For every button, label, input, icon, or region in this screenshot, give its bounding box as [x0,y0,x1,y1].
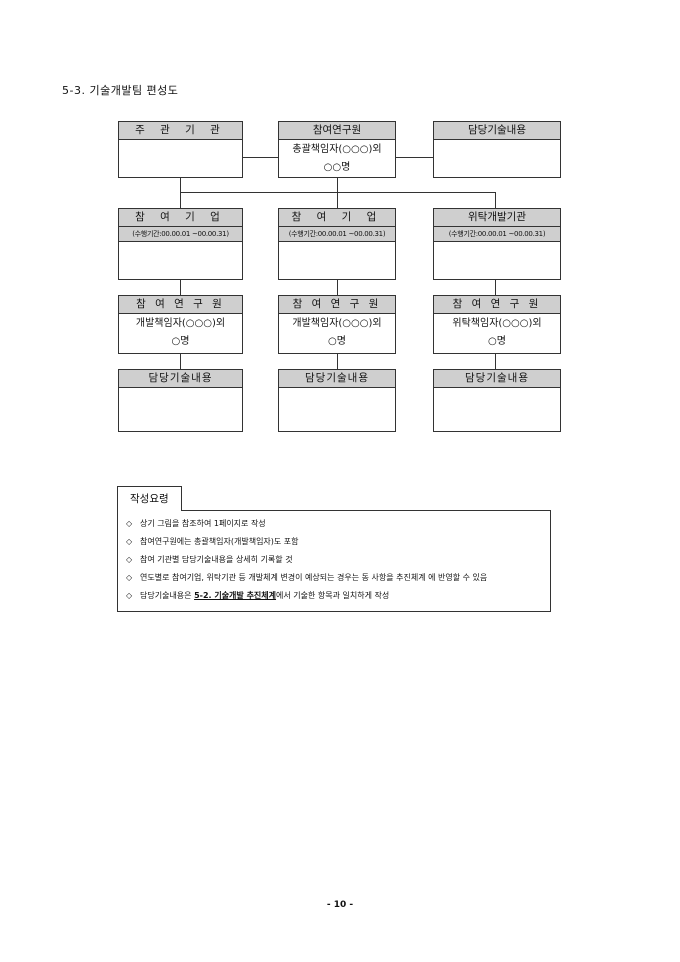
writing-guide-title: 작성요령 [117,486,182,511]
researcher-line1-col2: 개발책임자(○○○)외 [292,318,382,329]
researchers-line1: 총괄책임자(○○○)외 [292,144,382,155]
guide-item-text: 참여연구원에는 총괄책임자(개발책임자)도 포함 [140,537,299,546]
tech-header-col3: 담당기술내용 [434,370,560,388]
guide-item: ◇ 담당기술내용은 5-2. 기술개발 추진체계에서 기술한 항목과 일치하게 … [126,587,542,605]
researcher-header-col3: 참 여 연 구 원 [434,296,560,314]
researcher-box-col1: 참 여 연 구 원 개발책임자(○○○)외 ○명 [118,295,243,354]
tech-box-col1: 담당기술내용 [118,369,243,432]
writing-guide: 작성요령 ◇ 상기 그림을 참조하여 1페이지로 작성 ◇ 참여연구원에는 총괄… [117,485,551,612]
connector-lead-down [180,178,181,208]
researcher-line2-col2: ○명 [328,336,346,347]
section-reference: 5-2. 기술개발 추진체계 [194,591,277,600]
tech-header-col1: 담당기술내용 [119,370,242,388]
connector-col2-org-researcher [337,280,338,295]
connector-right-down [495,192,496,208]
org-header-col1: 참 여 기 업 [119,209,242,227]
connector-center-down [337,178,338,208]
tech-content-box-top: 담당기술내용 [433,121,561,178]
period-col1: (수행기간:00.00.01 ~00.00.31) [119,227,242,242]
guide-item-suffix: 에서 기술한 항목과 일치하게 작성 [276,591,390,600]
diamond-bullet-icon: ◇ [126,591,133,600]
section-title: 5-3. 기술개발팀 편성도 [62,84,179,97]
connector-col3-org-researcher [495,280,496,295]
connector-col1-researcher-tech [180,354,181,369]
guide-item: ◇ 연도별로 참여기업, 위탁기관 등 개발체계 변경이 예상되는 경우는 동 … [126,569,542,587]
participating-researchers-box: 참여연구원 총괄책임자(○○○)외 ○○명 [278,121,396,178]
diamond-bullet-icon: ◇ [126,537,133,546]
writing-guide-box: ◇ 상기 그림을 참조하여 1페이지로 작성 ◇ 참여연구원에는 총괄책임자(개… [117,510,551,612]
guide-item-prefix: 담당기술내용은 [140,591,195,600]
participating-researchers-header: 참여연구원 [279,122,395,140]
researcher-line1-col3: 위탁책임자(○○○)외 [452,318,542,329]
diamond-bullet-icon: ◇ [126,573,133,582]
researcher-line1-col1: 개발책임자(○○○)외 [135,318,226,329]
researchers-line2: ○○명 [323,162,351,173]
guide-item-text: 연도별로 참여기업, 위탁기관 등 개발체계 변경이 예상되는 경우는 동 사항… [140,573,488,582]
researcher-box-col2: 참 여 연 구 원 개발책임자(○○○)외 ○명 [278,295,396,354]
guide-item: ◇ 상기 그림을 참조하여 1페이지로 작성 [126,515,542,533]
page-number: - 10 - [326,900,354,910]
org-header-col3: 위탁개발기관 [434,209,560,227]
org-box-col1: 참 여 기 업 (수행기간:00.00.01 ~00.00.31) [118,208,243,280]
tech-content-header-top: 담당기술내용 [434,122,560,140]
guide-item: ◇ 참여연구원에는 총괄책임자(개발책임자)도 포함 [126,533,542,551]
tech-box-col2: 담당기술내용 [278,369,396,432]
period-col2: (수행기간:00.00.01 ~00.00.31) [279,227,395,242]
connector-col3-researcher-tech [495,354,496,369]
guide-item: ◇ 참여 기관별 담당기술내용을 상세히 기록할 것 [126,551,542,569]
researcher-header-col2: 참 여 연 구 원 [279,296,395,314]
tech-header-col2: 담당기술내용 [279,370,395,388]
connector-col1-org-researcher [180,280,181,295]
lead-organization-header: 주 관 기 관 [119,122,242,140]
connector-col2-researcher-tech [337,354,338,369]
org-header-col2: 참 여 기 업 [279,209,395,227]
guide-item-text: 상기 그림을 참조하여 1페이지로 작성 [140,519,266,528]
tech-box-col3: 담당기술내용 [433,369,561,432]
connector-left-center [243,157,278,158]
period-col3: (수행기간:00.00.01 ~00.00.31) [434,227,560,242]
diamond-bullet-icon: ◇ [126,519,133,528]
diamond-bullet-icon: ◇ [126,555,133,564]
org-box-col3: 위탁개발기관 (수행기간:00.00.01 ~00.00.31) [433,208,561,280]
lead-organization-box: 주 관 기 관 [118,121,243,178]
connector-center-right [396,157,433,158]
researcher-line2-col1: ○명 [171,336,190,347]
researcher-header-col1: 참 여 연 구 원 [119,296,242,314]
guide-item-text: 참여 기관별 담당기술내용을 상세히 기록할 것 [140,555,293,564]
researcher-box-col3: 참 여 연 구 원 위탁책임자(○○○)외 ○명 [433,295,561,354]
org-box-col2: 참 여 기 업 (수행기간:00.00.01 ~00.00.31) [278,208,396,280]
researcher-line2-col3: ○명 [488,336,506,347]
